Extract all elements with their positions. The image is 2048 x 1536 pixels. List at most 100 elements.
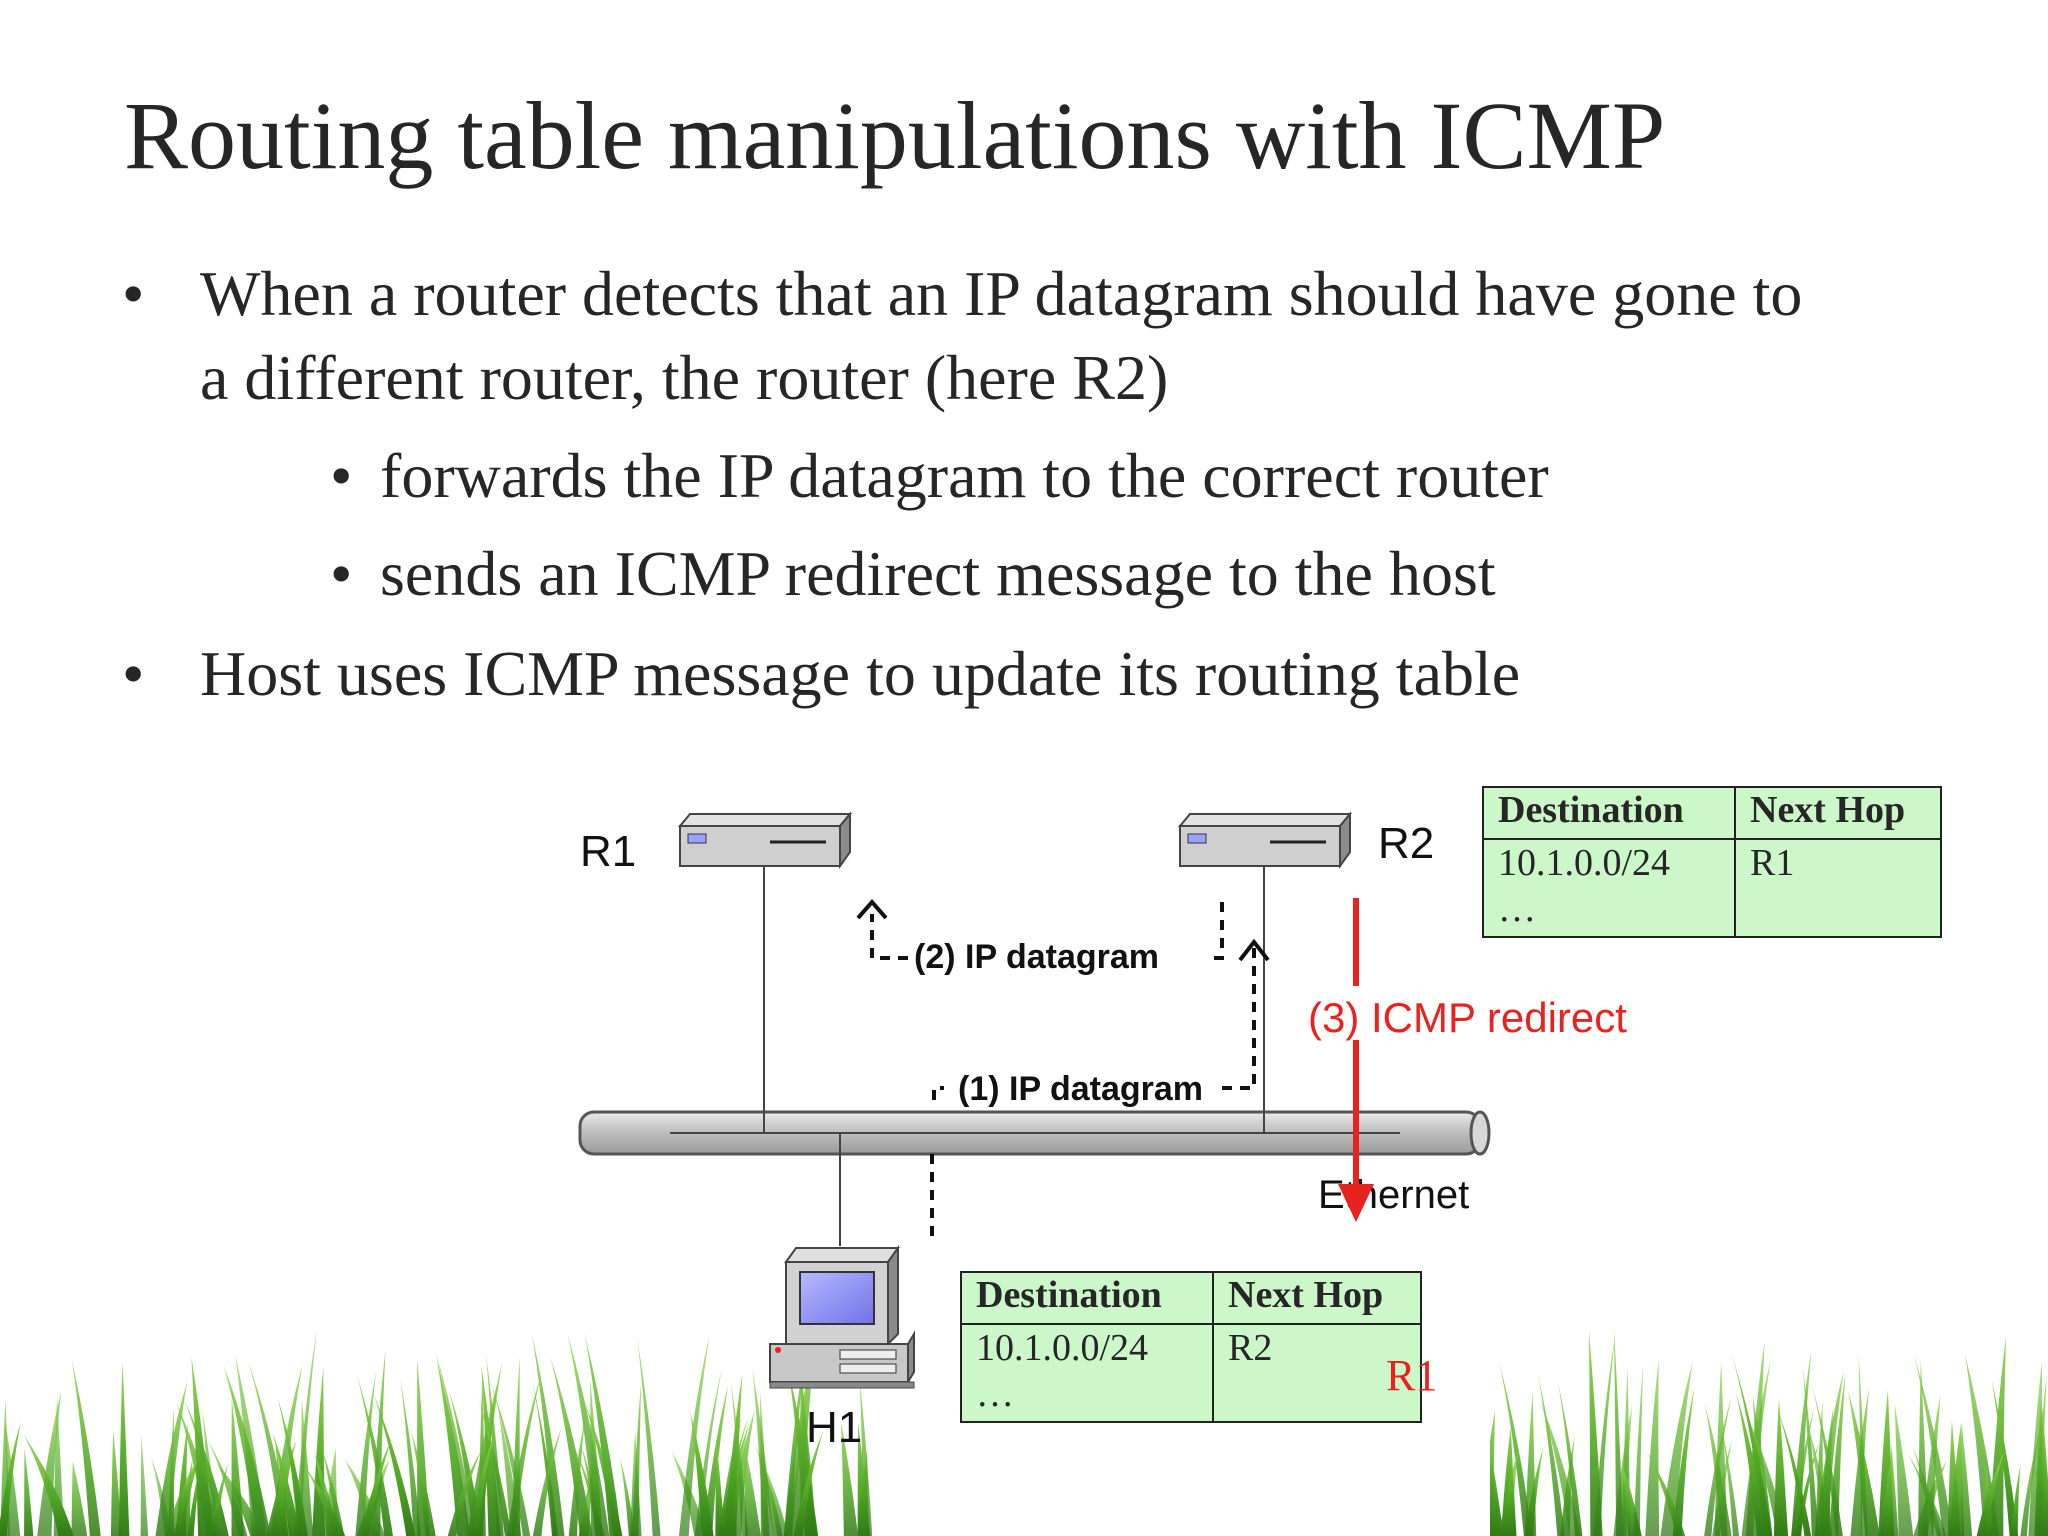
grass-blade <box>1524 1392 1537 1536</box>
grass-blade <box>584 1333 622 1536</box>
grass-blade <box>23 1434 74 1536</box>
table-cell: … <box>976 1373 1014 1415</box>
updated-next-hop: R1 <box>1386 1351 1438 1400</box>
redirect-label-bg <box>1306 986 1666 1040</box>
grass-blade <box>1633 1363 1644 1536</box>
grass-blade <box>209 1463 229 1536</box>
grass-blade <box>447 1449 482 1536</box>
grass-blade <box>37 1390 62 1536</box>
grass-blade <box>1828 1371 1846 1536</box>
grass-blade <box>1712 1440 1732 1536</box>
grass-blade <box>1961 1420 1973 1536</box>
grass-blade <box>110 1430 122 1536</box>
grass-blade <box>1791 1406 1815 1536</box>
grass-blade <box>632 1379 642 1536</box>
grass-blade <box>1645 1450 1686 1536</box>
grass-blade <box>690 1410 714 1536</box>
grass-blade <box>1593 1337 1615 1536</box>
step2-label: (2) IP datagram <box>914 938 1159 976</box>
grass-blade <box>71 1461 88 1536</box>
table-cell: 10.1.0.0/24 <box>976 1327 1149 1369</box>
h1-label: H1 <box>806 1403 862 1452</box>
grass-blade <box>436 1356 471 1536</box>
grass-blade <box>24 1447 34 1536</box>
grass-blade <box>489 1379 531 1536</box>
datagram-path <box>870 902 1256 1236</box>
grass-blade <box>583 1397 623 1536</box>
grass-blade <box>793 1431 824 1536</box>
column-header: Next Hop <box>1734 786 1942 840</box>
arrowhead-to-r1 <box>856 898 888 920</box>
table-header-row: Destination Next Hop <box>1482 786 1942 840</box>
grass-blade <box>783 1354 813 1536</box>
grass-blade <box>1776 1405 1812 1536</box>
grass-blade <box>730 1379 749 1536</box>
bullet-marker: • <box>122 638 145 709</box>
grass-blade <box>118 1362 130 1536</box>
table-row: 10.1.0.0/24 … R2 <box>960 1323 1422 1423</box>
table-cell: R1 <box>1750 842 1795 884</box>
grass-blade <box>1721 1426 1740 1536</box>
r2-label: R2 <box>1378 819 1434 868</box>
r1-label: R1 <box>580 827 636 876</box>
column-header: Next Hop <box>1212 1271 1422 1325</box>
next-hop-cell: R1 <box>1734 838 1942 938</box>
bullet-line: sends an ICMP redirect message to the ho… <box>380 538 1496 609</box>
grass-blade <box>344 1458 386 1536</box>
step1-label: (1) IP datagram <box>958 1070 1203 1108</box>
grass-blade <box>531 1331 565 1536</box>
step3-label: (3) ICMP redirect <box>1308 994 1627 1041</box>
grass-blade <box>1918 1359 1929 1536</box>
bullet-line: Host uses ICMP message to update its rou… <box>200 638 1521 709</box>
grass-blade <box>467 1434 495 1536</box>
table-header-row: Destination Next Hop <box>960 1271 1422 1325</box>
grass-blade <box>2028 1361 2044 1536</box>
grass-blade <box>71 1358 101 1536</box>
grass-blade <box>1672 1387 1695 1536</box>
grass-blade <box>1894 1403 1914 1536</box>
grass-blade <box>759 1391 770 1536</box>
grass-blade <box>0 1398 10 1536</box>
grass-blade <box>619 1456 636 1536</box>
grass-blade <box>1991 1378 2019 1536</box>
r2-routing-table: Destination Next Hop 10.1.0.0/24 … R1 <box>1482 786 1942 938</box>
grass-blade <box>294 1329 317 1536</box>
grass-blade <box>168 1407 175 1536</box>
grass-blade <box>1791 1350 1812 1536</box>
grass-blade <box>1613 1327 1624 1536</box>
destination-cell: 10.1.0.0/24 … <box>1482 838 1736 938</box>
grass-blade <box>507 1375 541 1536</box>
grass-blade <box>1539 1399 1581 1536</box>
router-r2-icon <box>1177 811 1353 870</box>
sub-bullet-sends-redirect: • sends an ICMP redirect message to the … <box>330 532 1496 616</box>
grass-blade <box>637 1337 661 1536</box>
bullet-marker: • <box>330 440 353 511</box>
grass-blade <box>1880 1449 1894 1536</box>
host-h1-icon <box>769 1244 915 1389</box>
router-r1-icon <box>677 811 853 870</box>
column-header: Destination <box>960 1271 1214 1325</box>
grass-blade <box>400 1379 421 1536</box>
grass-blade <box>202 1409 219 1536</box>
grass-blade <box>1921 1394 1941 1536</box>
grass-blade <box>357 1375 393 1536</box>
bullet-line: forwards the IP datagram to the correct … <box>380 440 1549 511</box>
bullet-marker: • <box>122 258 145 329</box>
next-hop-cell: R2 <box>1212 1323 1422 1423</box>
icmp-redirect-arrow <box>1338 898 1374 1222</box>
arrowhead-to-r2 <box>1238 938 1270 962</box>
grass-blade <box>1814 1370 1844 1536</box>
grass-blade <box>231 1397 245 1536</box>
sub-bullet-forwards: • forwards the IP datagram to the correc… <box>330 434 1549 518</box>
ethernet-bus <box>578 1110 1491 1156</box>
table-cell: R2 <box>1228 1327 1273 1369</box>
grass-blade <box>744 1443 761 1536</box>
grass-blade <box>223 1364 271 1536</box>
table-row: 10.1.0.0/24 … R1 <box>1482 838 1942 938</box>
grass-blade <box>1735 1392 1768 1536</box>
grass-blade <box>277 1396 308 1536</box>
grass-blade <box>1498 1450 1519 1536</box>
bullet-line: a different router, the router (here R2) <box>200 342 1169 413</box>
table-cell: … <box>1498 888 1536 930</box>
